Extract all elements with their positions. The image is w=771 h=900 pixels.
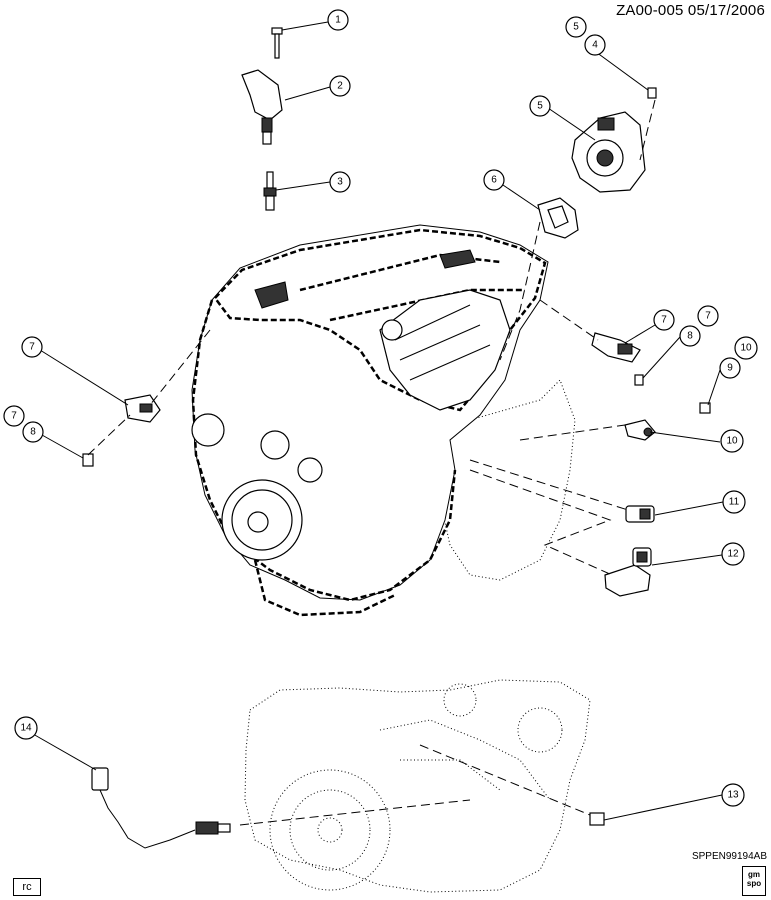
oxygen-sensor-install-line (239, 799, 471, 826)
callout-4: 4 (592, 40, 598, 51)
oil-sensor-install-line (469, 469, 613, 576)
callout-5-circle (529, 95, 551, 117)
callout-2: 2 (337, 81, 343, 92)
ect-install-line (469, 459, 629, 511)
flywheel (269, 769, 391, 891)
gm-spo-logo: gm spo (742, 866, 766, 896)
diagram-header: ZA00-005 05/17/2006 (616, 2, 765, 19)
lower-pulley-ghost (517, 707, 563, 753)
crankshaft-position-sensor (124, 394, 161, 423)
callout-10-top-circle (734, 336, 758, 360)
callout-7-far-right-circle (697, 305, 719, 327)
gasket-install-line (499, 221, 541, 361)
coolant-temperature-sensor (625, 505, 655, 523)
diagram-date: 05/17/2006 (687, 2, 765, 19)
callout-14: 14 (20, 723, 32, 734)
manifold-port (381, 319, 403, 341)
callout-10-top: 10 (740, 343, 752, 354)
callout-14-circle (14, 716, 38, 740)
tensioner-pulley (297, 457, 323, 483)
cylinder-head-shade (254, 281, 289, 309)
callout-9: 9 (727, 363, 733, 374)
flywheel-inner (289, 789, 371, 871)
crank-sensor-bolt (82, 453, 94, 467)
engine-rear-ghost (429, 379, 576, 581)
callout-7-far-left: 7 (11, 411, 17, 422)
callout-7-left: 7 (29, 342, 35, 353)
callout-11-circle (722, 490, 746, 514)
throttle-body (571, 111, 646, 193)
callout-9-circle (719, 357, 741, 379)
spark-plug (263, 171, 277, 211)
callout-5: 5 (537, 101, 543, 112)
lower-oxygen-sensor (589, 812, 605, 826)
callout-7-right-circle (653, 309, 675, 331)
lower-engine-ghost (244, 679, 591, 893)
flywheel-hub (317, 817, 343, 843)
callout-12: 12 (727, 549, 739, 560)
callouts: 1 2 3 5 4 5 6 7 7 8 7 7 8 10 9 10 11 (3, 9, 758, 821)
callout-1: 1 (335, 15, 341, 26)
knock-sensor (624, 419, 656, 441)
callout-1-circle (327, 9, 349, 31)
cam-sensor-bolt (634, 374, 644, 386)
oil-pressure-sensor (604, 547, 652, 597)
lower-pulley-ghost-2 (443, 683, 477, 717)
callout-6: 6 (491, 175, 497, 186)
callout-8-left-circle (22, 421, 44, 443)
callout-10: 10 (726, 436, 738, 447)
callout-7-far-left-circle (3, 405, 25, 427)
callout-10-circle (720, 429, 744, 453)
callout-6-circle (483, 169, 505, 191)
throttle-body-bolt (647, 87, 657, 99)
exhaust-manifold-ghost (379, 719, 551, 801)
head-shade-2 (439, 249, 476, 269)
engine-assembly (191, 224, 576, 617)
ignition-coil (241, 69, 283, 145)
callout-5-top: 5 (573, 22, 579, 33)
lower-sensor-install-line (419, 744, 591, 816)
installation-lines (87, 99, 656, 826)
callout-3: 3 (337, 177, 343, 188)
water-pump (191, 413, 225, 447)
intake-manifold (379, 289, 511, 411)
diagram-id: ZA00-005 (616, 2, 684, 19)
sensor-bolt (699, 402, 711, 414)
callout-2-circle (329, 75, 351, 97)
callout-4-circle (584, 34, 606, 56)
callout-7-far-right: 7 (705, 311, 711, 322)
callout-12-circle (721, 542, 745, 566)
throttle-bolt-install-line (639, 99, 656, 161)
rc-label: rc (13, 878, 41, 896)
lower-engine-outline (244, 679, 591, 893)
camshaft-position-sensor (591, 332, 641, 363)
oxygen-sensor (91, 767, 231, 849)
callout-5-top-circle (565, 16, 587, 38)
oil-pan-outline (253, 559, 396, 617)
knock-sensor-install-line (519, 424, 626, 441)
crankshaft-hub (247, 511, 269, 533)
drawing-code: SPPEN99194AB (691, 851, 767, 862)
callout-8-left: 8 (30, 427, 36, 438)
callout-13: 13 (727, 790, 739, 801)
crank-sensor-install-line (149, 329, 211, 406)
callout-8-right: 8 (687, 331, 693, 342)
callout-7-right: 7 (661, 315, 667, 326)
cam-sensor-install-line (539, 299, 599, 341)
idler-pulley (260, 430, 290, 460)
crank-bolt-install-line (87, 414, 131, 456)
callout-11: 11 (729, 497, 740, 508)
callout-3-circle (329, 171, 351, 193)
throttle-body-gasket (537, 197, 579, 239)
ignition-coil-bolt (271, 27, 283, 59)
callout-8-right-circle (679, 325, 701, 347)
callout-7-left-circle (21, 336, 43, 358)
timing-cover-outline (191, 299, 457, 602)
callout-13-circle (721, 783, 745, 807)
